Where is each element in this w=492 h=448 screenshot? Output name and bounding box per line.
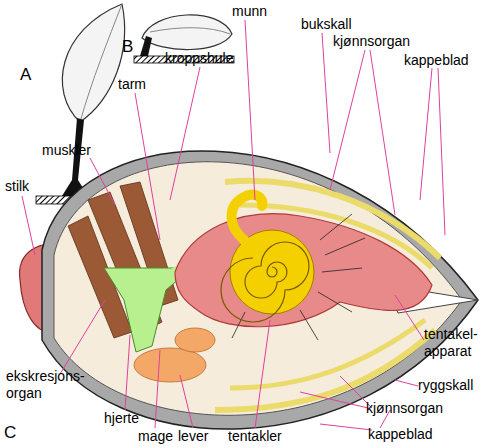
part-label: kappeblad	[404, 52, 469, 69]
leader-line	[322, 33, 330, 153]
leader-line	[320, 424, 372, 430]
part-label: stilk	[5, 178, 29, 195]
leader-line	[22, 196, 35, 255]
leader-line	[438, 68, 445, 235]
shell-b-edge	[150, 28, 230, 34]
gonad-strip	[215, 330, 435, 410]
part-label: munn	[232, 3, 267, 20]
figure-letter: A	[20, 66, 31, 83]
part-label: hjerte	[104, 410, 139, 427]
shell-a	[62, 4, 124, 122]
leader-line	[420, 68, 432, 200]
part-label: kjønnsorgan	[366, 400, 443, 417]
hair	[320, 214, 352, 240]
leader-line	[180, 375, 193, 428]
part-label: tarm	[118, 76, 146, 93]
leader-line	[255, 320, 270, 428]
liver	[134, 348, 206, 382]
part-label: kappeblad	[368, 426, 433, 443]
shell-b	[142, 15, 232, 50]
stalk-b	[140, 36, 152, 56]
leader-line	[395, 295, 424, 340]
shell-a-edge	[80, 4, 122, 122]
leader-line	[330, 50, 365, 190]
part-label: kjønnsorgan	[333, 33, 410, 50]
leader-line	[395, 380, 418, 386]
lophophore-base	[175, 214, 432, 327]
part-label: kroppshule	[165, 50, 234, 67]
spiral-line	[221, 242, 309, 322]
part-label: tentakler	[228, 428, 282, 445]
shell-inner	[54, 162, 462, 416]
leader-line	[90, 158, 115, 205]
figure-letter: B	[122, 38, 133, 55]
part-label: ryggskall	[418, 377, 473, 394]
liver	[175, 328, 215, 352]
shell-outer	[42, 151, 478, 429]
part-label: tentakel- apparat	[424, 326, 486, 360]
part-label: mage	[138, 428, 173, 445]
part-label: muskler	[42, 142, 91, 159]
spiral-arm	[232, 195, 263, 240]
leader-line	[370, 50, 395, 215]
leader-line	[125, 335, 130, 410]
leader-line	[245, 20, 255, 200]
leader-lines	[22, 20, 445, 430]
figure-c	[20, 151, 478, 429]
part-label: ekskresjons- organ	[6, 368, 96, 402]
hair	[325, 238, 365, 255]
gonad-strip	[230, 320, 425, 388]
leader-line	[170, 67, 200, 200]
hair	[300, 310, 318, 340]
leader-line	[135, 93, 160, 240]
hair	[318, 292, 352, 312]
hair	[322, 268, 362, 272]
part-label: bukskall	[301, 16, 352, 33]
part-label: lever	[178, 428, 208, 445]
leader-line	[60, 300, 105, 374]
leader-line	[155, 350, 160, 428]
figure-letter: C	[4, 424, 16, 441]
